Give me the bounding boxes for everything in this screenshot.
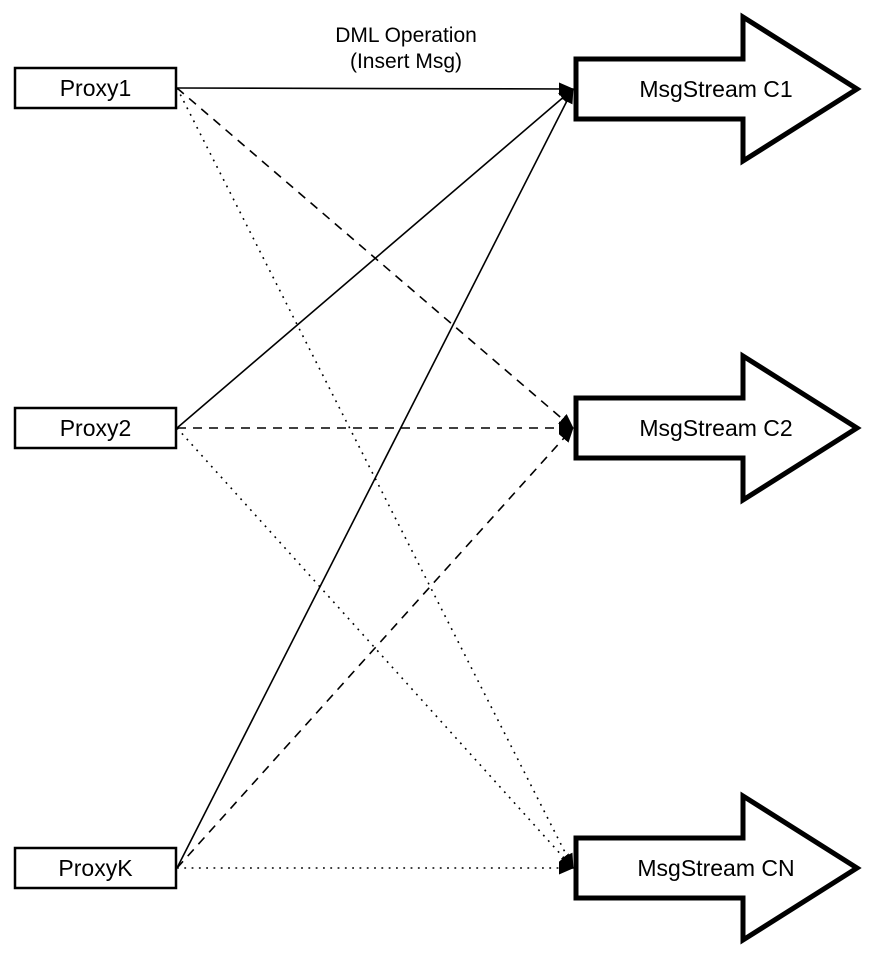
proxy-box — [13, 406, 178, 450]
msgstream-arrow-shape — [573, 351, 862, 505]
proxy-label: Proxy2 — [60, 415, 132, 441]
stream-node-c1: MsgStream C1 — [573, 12, 862, 166]
dml-operation-label-line1: DML Operation — [335, 24, 477, 47]
proxy-node-proxy1: Proxy1 — [13, 66, 178, 110]
edge-proxyk-c1 — [176, 88, 574, 869]
proxy-label: Proxy1 — [60, 75, 132, 101]
edge-proxy2-c1 — [176, 88, 574, 429]
edges-layer — [176, 82, 574, 875]
stream-node-cn: MsgStream CN — [573, 791, 862, 945]
msgstream-label: MsgStream C2 — [639, 415, 792, 441]
edge-proxyk-c2 — [176, 427, 574, 869]
dml-operation-label-line2: (Insert Msg) — [350, 50, 462, 73]
msgstream-arrow-shape — [573, 791, 862, 945]
msgstream-arrow-shape — [573, 12, 862, 166]
proxy-box — [13, 66, 178, 110]
proxy-box — [13, 846, 178, 890]
msgstream-label: MsgStream C1 — [639, 76, 792, 102]
stream-node-c2: MsgStream C2 — [573, 351, 862, 505]
msgstream-label: MsgStream CN — [637, 855, 794, 881]
proxy-node-proxyk: ProxyK — [13, 846, 178, 890]
proxy-label: ProxyK — [58, 855, 133, 881]
proxy-node-proxy2: Proxy2 — [13, 406, 178, 450]
edge-proxy1-c1 — [176, 82, 574, 96]
